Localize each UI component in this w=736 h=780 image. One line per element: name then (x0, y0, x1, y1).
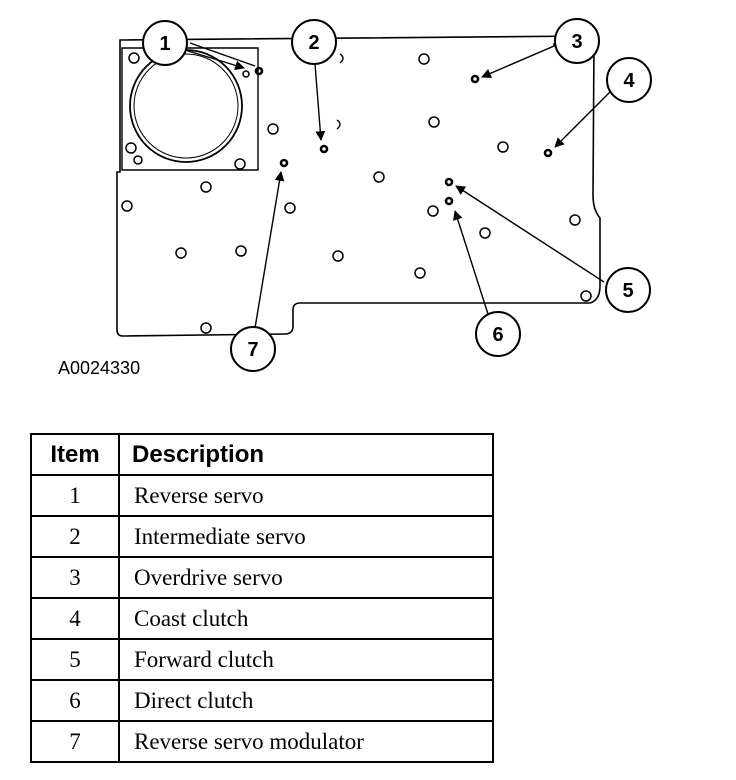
hole (267, 123, 279, 135)
hole (580, 290, 592, 302)
hole (418, 53, 430, 65)
leader-5 (455, 185, 605, 283)
table-row: 4 Coast clutch (30, 597, 494, 640)
callout-4-label: 4 (623, 70, 635, 92)
table-row: 3 Overdrive servo (30, 556, 494, 599)
callout-1: 1 (142, 20, 188, 66)
table-row: 5 Forward clutch (30, 638, 494, 681)
hole (414, 267, 426, 279)
table-row: 7 Reverse servo modulator (30, 720, 494, 763)
leader-1b (189, 42, 256, 67)
hole (175, 247, 187, 259)
callout-6: 6 (475, 311, 521, 357)
row-item: 3 (30, 556, 120, 599)
hole (428, 116, 440, 128)
pump-bore-outline (121, 47, 259, 171)
hole (235, 245, 247, 257)
table-row: 6 Direct clutch (30, 679, 494, 722)
hook-mark (339, 53, 344, 64)
callout-5: 5 (605, 267, 651, 313)
hole (569, 214, 581, 226)
port-reverse-servo (254, 66, 264, 76)
hole (427, 205, 439, 217)
port-forward-clutch (444, 177, 454, 187)
port-overdrive-servo (470, 74, 480, 84)
hole (479, 227, 491, 239)
leader-lines (184, 42, 613, 329)
callout-1-label: 1 (159, 33, 170, 55)
hook-mark (336, 119, 341, 130)
callout-7-label: 7 (247, 339, 258, 361)
hole (234, 158, 246, 170)
header-item: Item (30, 433, 120, 476)
port-reverse-servo-modulator (279, 158, 289, 168)
plate-holes (121, 52, 592, 334)
legend-header-row: Item Description (30, 433, 494, 476)
row-item: 4 (30, 597, 120, 640)
row-description: Overdrive servo (118, 556, 494, 599)
hole (284, 202, 296, 214)
callout-2: 2 (291, 19, 337, 65)
callout-4: 4 (606, 57, 652, 103)
row-description: Coast clutch (118, 597, 494, 640)
callouts: 1 2 3 4 5 6 7 (142, 18, 652, 372)
table-row: 2 Intermediate servo (30, 515, 494, 558)
separator-plate-diagram: 1 2 3 4 5 6 7 (116, 18, 652, 372)
hole (242, 70, 250, 78)
leader-4 (554, 89, 613, 148)
leader-1a (184, 49, 245, 71)
row-description: Forward clutch (118, 638, 494, 681)
row-item: 7 (30, 720, 120, 763)
port-intermediate-servo (319, 144, 329, 154)
callout-6-label: 6 (492, 324, 503, 346)
callout-3-label: 3 (571, 31, 582, 53)
row-item: 5 (30, 638, 120, 681)
header-description: Description (118, 433, 494, 476)
pump-bore (129, 49, 243, 163)
row-description: Reverse servo (118, 474, 494, 517)
fluid-ports (254, 66, 553, 206)
port-coast-clutch (543, 148, 553, 158)
callout-5-label: 5 (622, 280, 633, 302)
hole (332, 250, 344, 262)
hole (128, 52, 140, 64)
row-description: Direct clutch (118, 679, 494, 722)
row-item: 1 (30, 474, 120, 517)
figure-id: A0024330 (58, 358, 141, 378)
hole (200, 322, 212, 334)
hole (200, 181, 212, 193)
hole (497, 141, 509, 153)
hole (133, 155, 143, 165)
leader-2 (314, 63, 326, 141)
legend-table: Item Description 1 Reverse servo 2 Inter… (30, 433, 494, 763)
row-description: Reverse servo modulator (118, 720, 494, 763)
row-description: Intermediate servo (118, 515, 494, 558)
hole (121, 200, 133, 212)
table-row: 1 Reverse servo (30, 474, 494, 517)
hole (373, 171, 385, 183)
hole (125, 142, 137, 154)
callout-3: 3 (554, 18, 600, 64)
leader-3 (481, 43, 555, 79)
row-item: 2 (30, 515, 120, 558)
callout-2-label: 2 (308, 32, 319, 54)
row-item: 6 (30, 679, 120, 722)
port-direct-clutch (444, 196, 454, 206)
leader-7 (254, 171, 285, 329)
leader-6 (453, 210, 489, 315)
callout-7: 7 (230, 326, 276, 372)
pump-bore-inner (133, 53, 239, 159)
plate-outline (116, 35, 601, 337)
